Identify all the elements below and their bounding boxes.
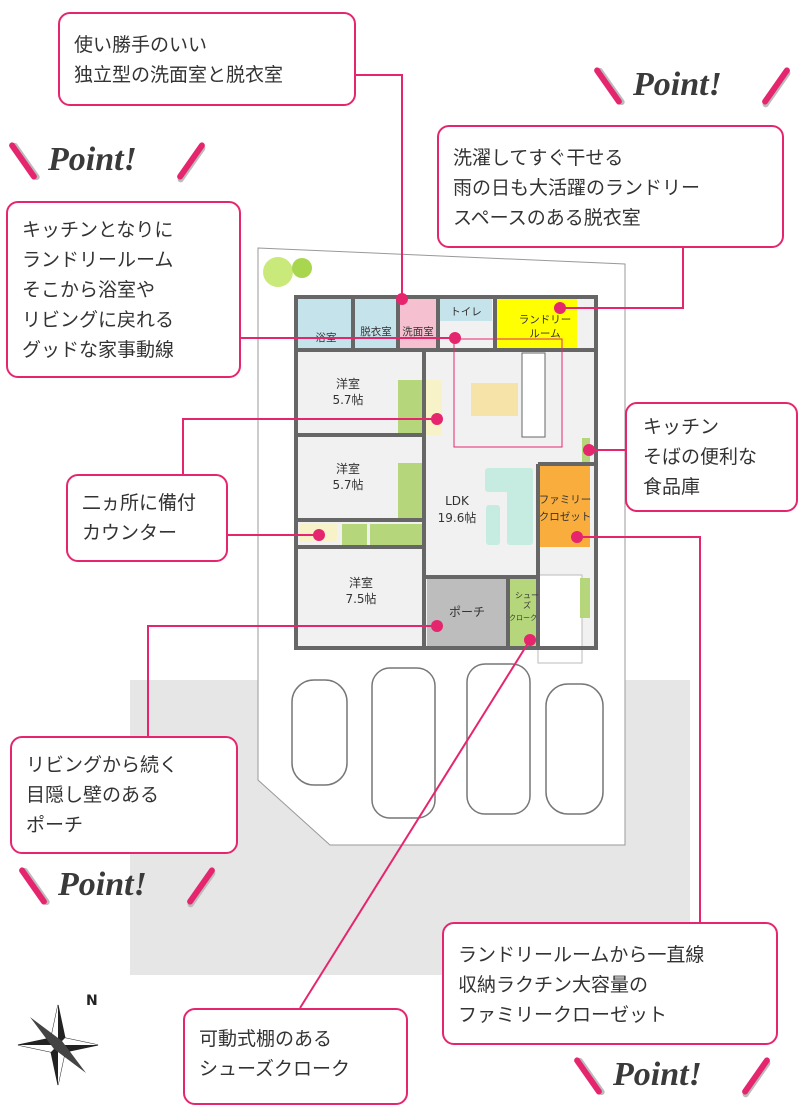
callout-shoes-closet: 可動式棚のある シューズクローク [183, 1008, 408, 1105]
slash-decoration [760, 66, 792, 106]
point-badge: Point! [17, 860, 217, 915]
label-western2: 5.7帖 [332, 477, 363, 492]
car-icon [291, 679, 348, 786]
entrance-shelf [580, 578, 590, 618]
porch [427, 578, 507, 647]
counter-1 [426, 380, 442, 435]
label-family-closet: クロゼット [539, 511, 592, 523]
dining-table [471, 383, 518, 416]
compass-icon: N [17, 993, 99, 1086]
leader-lines [147, 74, 701, 1009]
callout-line: ランドリールームから一直線 [458, 944, 705, 966]
point-label: Point! [58, 866, 147, 903]
label-shoes-closet: シュー [515, 591, 539, 600]
label-laundry: ランドリー [519, 314, 572, 326]
callout-line: 使い勝手のいい [74, 34, 208, 56]
callout-porch: リビングから続く 目隠し壁のある ポーチ [10, 736, 238, 854]
room-washroom [398, 297, 437, 349]
ottoman [486, 505, 500, 545]
slash-decoration [185, 866, 217, 906]
label-toilet: トイレ [450, 306, 482, 318]
callout-family-closet: ランドリールームから一直線 収納ラクチン大容量の ファミリークローゼット [442, 922, 778, 1045]
callout-kitchen-flow: キッチンとなりに ランドリールーム そこから浴室や リビングに戻れる グッドな家… [6, 201, 241, 378]
label-laundry: ルーム [529, 328, 560, 340]
car-icon [545, 683, 604, 815]
label-porch: ポーチ [449, 605, 485, 619]
point-label: Point! [613, 1056, 702, 1093]
callout-line: キッチンとなりに [22, 219, 174, 241]
label-washroom: 洗面室 [402, 325, 434, 338]
callout-laundry-dressing: 洗濯してすぐ干せる 雨の日も大活躍のランドリー スペースのある脱衣室 [437, 125, 784, 248]
callout-line: そばの便利な [643, 446, 758, 468]
callout-line: 収納ラクチン大容量の [458, 974, 649, 996]
callout-pantry: キッチン そばの便利な 食品庫 [625, 402, 798, 512]
closet-2 [398, 463, 422, 518]
callout-line: 洗濯してすぐ干せる [453, 147, 624, 169]
closet-3 [342, 524, 367, 547]
room-bath [297, 297, 352, 349]
leader-dots [313, 293, 595, 646]
slash-decoration [592, 66, 624, 106]
room-dressing [355, 297, 397, 349]
point-label: Point! [48, 141, 137, 178]
room-toilet [440, 297, 492, 321]
label-ldk: LDK [445, 494, 470, 508]
slash-decoration [17, 866, 49, 906]
callout-line: そこから浴室や [22, 279, 156, 301]
walls [294, 295, 598, 650]
tree-icon [292, 258, 312, 278]
callout-washroom: 使い勝手のいい 独立型の洗面室と脱衣室 [58, 12, 356, 106]
callout-line: リビングに戻れる [22, 309, 175, 331]
compass-north-label: N [86, 993, 98, 1009]
callout-line: スペースのある脱衣室 [453, 207, 641, 229]
callout-line: ポーチ [26, 814, 84, 836]
callout-counter: 二ヵ所に備付 カウンター [66, 474, 228, 562]
callout-line: 目隠し壁のある [26, 784, 160, 806]
parked-cars [291, 663, 604, 819]
label-shoes-closet: クローク [509, 614, 537, 622]
point-badge: Point! [7, 135, 207, 190]
callout-line: ファミリークローゼット [458, 1004, 668, 1026]
label-western2: 洋室 [336, 461, 360, 476]
car-icon [466, 663, 531, 815]
slash-decoration [175, 141, 207, 181]
callout-line: 雨の日も大活躍のランドリー [453, 177, 701, 199]
slash-decoration [572, 1056, 604, 1096]
point-label: Point! [633, 66, 722, 103]
callout-line: リビングから続く [26, 754, 179, 776]
dining-highlight [453, 338, 563, 448]
label-shoes-closet: ズ [523, 600, 531, 610]
label-western1: 洋室 [336, 376, 360, 391]
tree-icon [263, 257, 293, 287]
label-western1: 5.7帖 [332, 392, 363, 407]
slash-decoration [7, 141, 39, 181]
callout-line: 可動式棚のある [199, 1028, 333, 1050]
label-ldk: 19.6帖 [438, 510, 477, 525]
callout-line: 独立型の洗面室と脱衣室 [74, 64, 284, 86]
closet-4 [370, 524, 422, 547]
point-badge: Point! [572, 1050, 772, 1105]
label-western3: 7.5帖 [345, 591, 376, 606]
point-badge: Point! [592, 60, 792, 115]
sofa [507, 468, 533, 545]
callout-line: 二ヵ所に備付 [82, 492, 197, 514]
slash-decoration [740, 1056, 772, 1096]
car-icon [371, 667, 436, 819]
kitchen-counter [521, 352, 546, 438]
label-family-closet: ファミリー [539, 494, 592, 506]
closet-1 [398, 380, 422, 433]
label-western3: 洋室 [349, 575, 373, 590]
callout-line: 食品庫 [643, 476, 701, 498]
callout-line: カウンター [82, 522, 178, 544]
callout-line: グッドな家事動線 [22, 339, 175, 361]
callout-line: ランドリールーム [22, 249, 174, 271]
label-dressing: 脱衣室 [360, 325, 392, 338]
callout-line: キッチン [643, 416, 720, 438]
callout-line: シューズクローク [199, 1058, 351, 1080]
